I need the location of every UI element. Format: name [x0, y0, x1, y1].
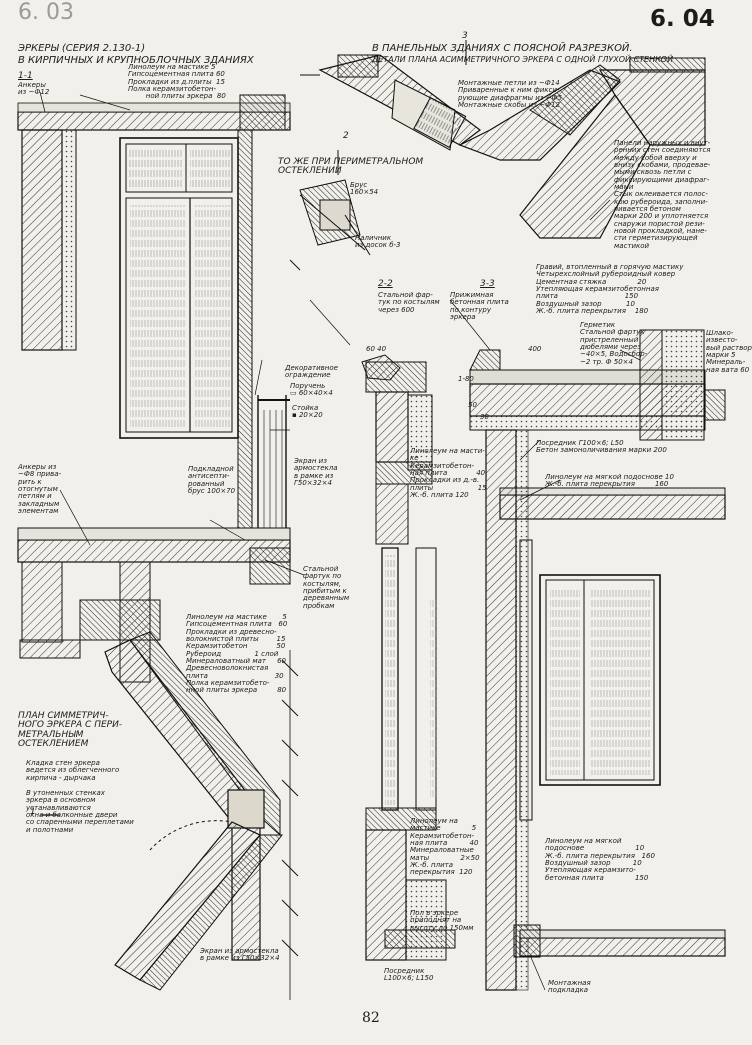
note-ankery-top: Анкеры из ~Ф12 — [18, 81, 50, 97]
asymmetric-bay-plan — [300, 40, 706, 239]
note-prizhim: Прижимная бетонная плита по контуру эрке… — [450, 291, 509, 322]
faded-page-number: 6. 03 — [18, 0, 74, 25]
mark-1: 1 — [30, 807, 36, 817]
dim-30: 30 — [480, 413, 489, 421]
mark-2: 2 — [343, 131, 349, 141]
note-floor-right: Линолеум на мягкой подоснове 10 Ж.-б. пл… — [545, 837, 655, 882]
left-title-line1: ЭРКЕРЫ (СЕРИЯ 2.130-1) — [18, 43, 146, 54]
note-ekran1: Экран из армостекла в рамке из Г50×32×4 — [294, 457, 338, 488]
section-label-3-3: 3-3 — [480, 279, 495, 289]
perimeter-glazing-detail — [289, 150, 371, 271]
footer-page-number: 82 — [362, 1010, 380, 1026]
note-plan-title: ПЛАН СИММЕТРИЧ- НОГО ЭРКЕРА С ПЕРИ- МЕТР… — [18, 711, 123, 750]
section-label-2-2: 2-2 — [378, 279, 393, 289]
note-paneli: Панели наружных и внут- ренних стен соед… — [614, 139, 711, 250]
note-shlako: Шлако- известо- вый раствор марки 5 Мине… — [706, 329, 752, 374]
dim-60-40: 60 40 — [366, 345, 387, 353]
section-3-3 — [469, 329, 726, 991]
note-kladka: Кладка стен эркера ведется из облегченно… — [26, 759, 120, 782]
note-posrednik2: Посредник L100×6; L150 — [384, 967, 434, 983]
note-linoleum-kz: Линолеум на масти- ке Керамзитобетон- на… — [410, 447, 487, 500]
page-number-top: 6. 04 — [650, 6, 715, 32]
section-1-1 — [17, 94, 291, 683]
note-pol: Пол в эркере приподнят на высоту до 150м… — [410, 909, 474, 932]
mark-3: 3 — [462, 31, 468, 41]
note-nalichnik: Наличник из досок б-3 — [355, 234, 401, 250]
note-decor: Декоративное ограждение — [285, 364, 338, 380]
dim-50: 50 — [468, 401, 477, 409]
note-ankery-left: Анкеры из ~Ф8 прива- рить к отогнутым пе… — [18, 463, 62, 516]
note-germetik: Герметик Стальной фартук пристреленный д… — [580, 321, 648, 366]
note-poruchen: Поручень ▭ 60×40×4 — [290, 382, 333, 398]
note-floor-mid: Линолеум на мастике 5 Гипсоцементная пли… — [186, 613, 288, 695]
symmetric-bay-plan — [40, 631, 299, 1000]
section-2-2 — [361, 354, 456, 961]
note-montazh-podk: Монтажная подкладка — [548, 979, 591, 995]
note-utonch: В утоненных стенках эркера в основном ус… — [26, 789, 134, 834]
note-floor-bottom: Линолеум на мастике 5 Керамзитобетон- на… — [410, 817, 480, 877]
note-fartuk: Стальной фартук по костылям, прибитым к … — [303, 565, 350, 610]
dim-1-80: 1-80 — [458, 375, 474, 383]
note-brus: Брус 160×54 — [350, 181, 379, 197]
note-stal-fartuk: Стальной фар- тук по костылям через 600 — [378, 291, 440, 314]
note-graviy: Гравий, втопленный в горячую мастику Чет… — [536, 263, 684, 316]
note-linoleum-myag: Линолеум на мягкой подоснове 10 Ж.-б. пл… — [545, 473, 674, 489]
note-perim-title: ТО ЖЕ ПРИ ПЕРИМЕТРАЛЬНОМ ОСТЕКЛЕНИИ — [278, 157, 424, 177]
leader-lines — [39, 91, 641, 991]
section-label-1-1: 1-1 — [18, 71, 33, 81]
left-title-line2: В КИРПИЧНЫХ И КРУПНОБЛОЧНЫХ ЗДАНИЯХ — [18, 55, 254, 66]
dim-400: 400 — [528, 345, 542, 353]
note-podkladnoy: Подкладной антисепти- рованный брус 100×… — [188, 465, 236, 496]
note-posrednik1: Посредник Г100×6; L50 Бетон замоноличива… — [536, 439, 667, 455]
note-stoyka: Стойка ▪ 20×20 — [292, 404, 323, 420]
right-title-line1: В ПАНЕЛЬНЫХ ЗДАНИЯХ С ПОЯСНОЙ РАЗРЕЗКОЙ. — [372, 43, 633, 54]
right-title-line2: ДЕТАЛИ ПЛАНА АСИММЕТРИЧНОГО ЭРКЕРА С ОДН… — [372, 55, 674, 64]
note-floor-top: Линолеум на мастике 5 Гипсоцементная пли… — [128, 63, 226, 101]
note-ekran2: Экран из армостекла в рамке из Г50×32×4 — [200, 947, 280, 963]
note-montazh: Монтажные петли из ~Ф14 Приваренные к ни… — [458, 79, 563, 110]
